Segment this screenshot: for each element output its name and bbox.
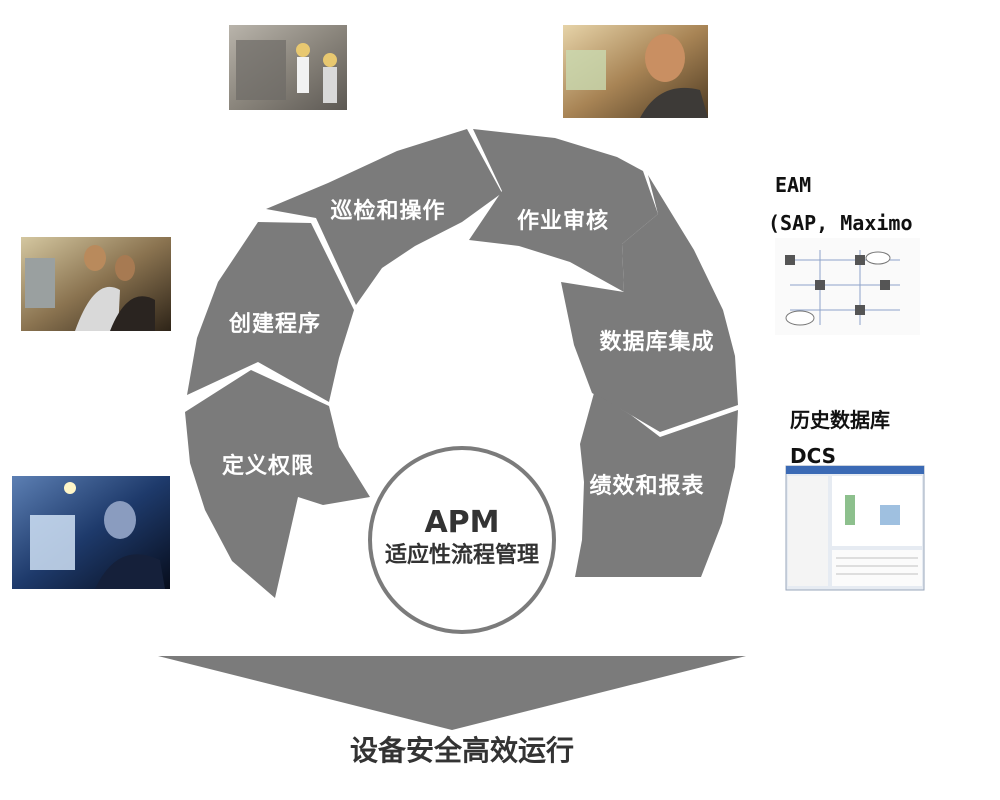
center-circle-shape — [368, 446, 556, 634]
center-circle: APM 适应性流程管理 — [368, 446, 556, 634]
segment-label-job-audit: 作业审核 — [517, 208, 609, 234]
segment-label-performance: 绩效和报表 — [589, 473, 704, 499]
bottom-arrow — [158, 656, 746, 730]
ring-segments — [185, 129, 738, 598]
center-title: APM — [424, 505, 499, 540]
segment-label-create-procedure: 创建程序 — [228, 311, 321, 337]
ring-segment-permissions — [185, 370, 370, 598]
photo-headset-operator — [563, 25, 708, 118]
ring-segment-performance — [575, 393, 738, 577]
segment-label-inspection: 巡检和操作 — [330, 198, 445, 224]
photo-office-meeting — [21, 237, 171, 331]
ring-segment-inspection — [266, 129, 502, 305]
ring-segment-create-procedure — [187, 222, 354, 402]
segment-label-database: 数据库集成 — [599, 329, 714, 355]
network-diagram-thumbnail — [775, 238, 920, 335]
photo-industrial-workers — [229, 25, 347, 110]
eam-systems-label: (SAP, Maximo — [768, 211, 913, 235]
ring-segment-job-audit — [469, 129, 658, 292]
eam-label: EAM — [775, 173, 811, 197]
dcs-screen-thumbnail — [785, 465, 925, 591]
historian-label: 历史数据库 — [790, 408, 890, 432]
bottom-label: 设备安全高效运行 — [350, 734, 574, 767]
ring-segment-database — [561, 175, 738, 432]
dcs-label: DCS — [790, 444, 836, 468]
center-subtitle: 适应性流程管理 — [385, 542, 539, 568]
photo-night-worker — [12, 476, 170, 589]
segment-label-permissions: 定义权限 — [222, 453, 314, 479]
